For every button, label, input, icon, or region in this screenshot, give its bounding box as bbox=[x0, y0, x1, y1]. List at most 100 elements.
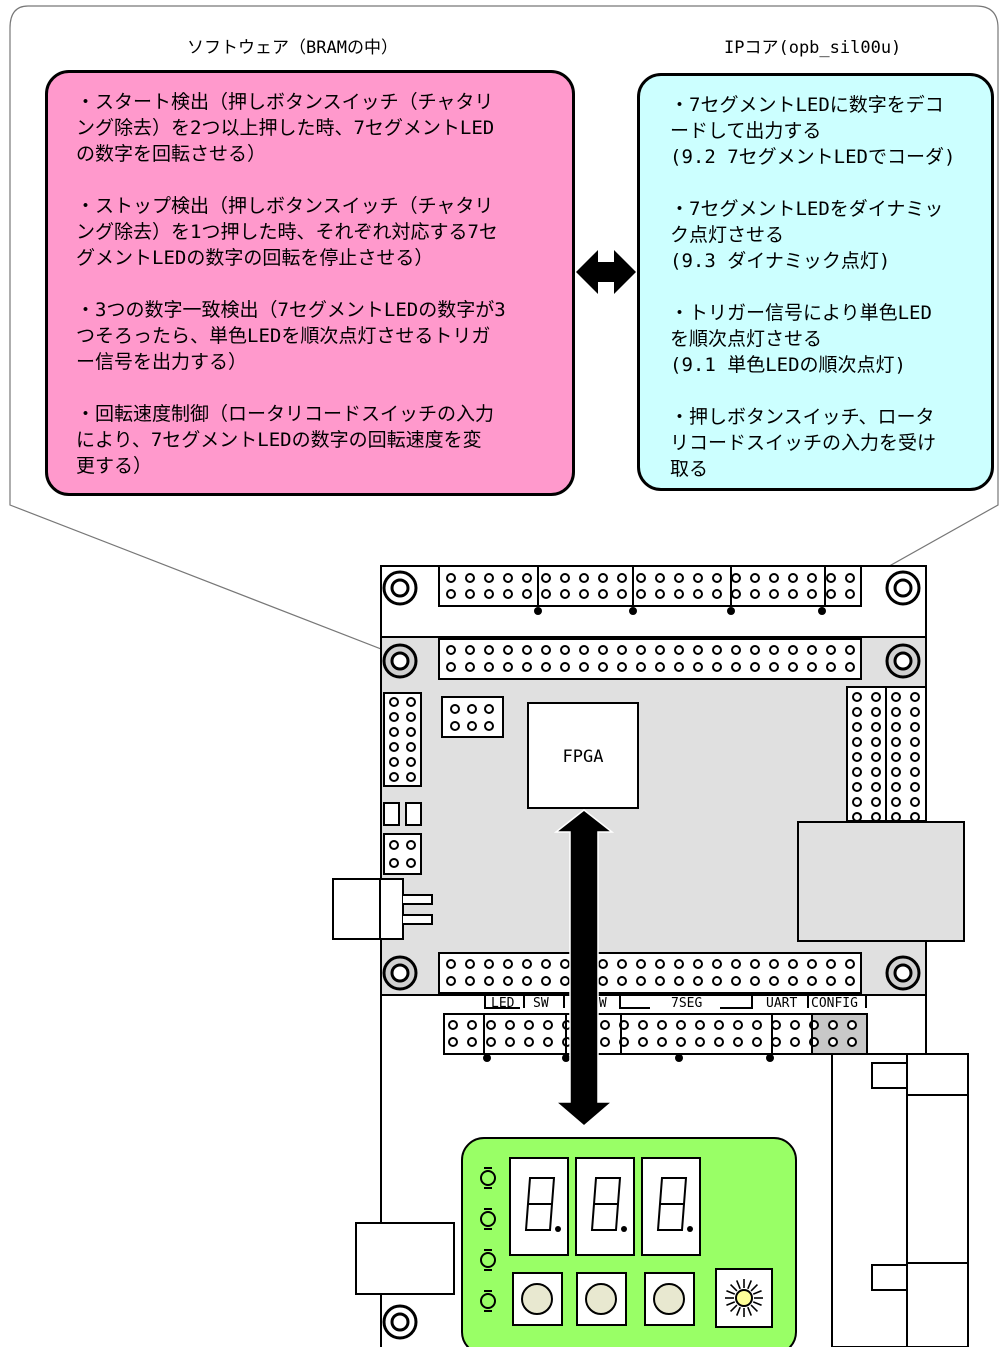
header-pin bbox=[484, 976, 494, 986]
header-pin bbox=[636, 662, 646, 672]
seven-seg-dot bbox=[687, 1226, 693, 1232]
header-pin bbox=[446, 662, 456, 672]
header-pin bbox=[871, 692, 881, 702]
rotary-tick bbox=[729, 1283, 738, 1292]
header-pin bbox=[674, 976, 684, 986]
header-top-fpga bbox=[438, 638, 862, 680]
header-pin bbox=[560, 959, 570, 969]
header-bottom-base bbox=[443, 1013, 868, 1055]
header-pin bbox=[852, 752, 862, 762]
header-pin bbox=[406, 727, 416, 737]
header-pin bbox=[389, 712, 399, 722]
header-pin bbox=[389, 757, 399, 767]
fpga-chip bbox=[527, 702, 639, 809]
header-pin bbox=[891, 797, 901, 807]
header-pin bbox=[503, 645, 513, 655]
header-pin bbox=[541, 959, 551, 969]
header-pin bbox=[389, 858, 399, 868]
seven-seg-digit bbox=[590, 1177, 622, 1231]
software-item-speed-control: ・回転速度制御（ロータリコードスイッチの入力 により、7セグメントLEDの数字の… bbox=[76, 403, 495, 477]
header-pin bbox=[871, 707, 881, 717]
header-pin bbox=[598, 645, 608, 655]
header-pin bbox=[579, 662, 589, 672]
header-pin bbox=[750, 645, 760, 655]
header-pin bbox=[543, 1020, 553, 1030]
header-pin bbox=[465, 573, 475, 583]
header-pin bbox=[446, 976, 456, 986]
solder-bump bbox=[562, 1054, 570, 1062]
header-pin bbox=[503, 976, 513, 986]
software-item-start-detect: ・スタート検出（押しボタンスイッチ（チャタリ ング除去）を2つ以上押した時、7セ… bbox=[76, 91, 495, 165]
header-pin bbox=[636, 589, 646, 599]
header-pin bbox=[845, 976, 855, 986]
header-pin bbox=[807, 645, 817, 655]
rotary-tick bbox=[752, 1289, 762, 1295]
header-pin bbox=[560, 589, 570, 599]
header-pin bbox=[674, 589, 684, 599]
header-pin bbox=[598, 976, 608, 986]
header-pin bbox=[406, 757, 416, 767]
header-pin bbox=[771, 1020, 781, 1030]
header-pin bbox=[750, 589, 760, 599]
config-pins bbox=[812, 1015, 866, 1053]
header-pin bbox=[617, 662, 627, 672]
header-pin bbox=[503, 662, 513, 672]
header-pin bbox=[910, 737, 920, 747]
header-pin bbox=[406, 712, 416, 722]
header-pin bbox=[910, 722, 920, 732]
callout-outline bbox=[9, 5, 999, 707]
header-pin bbox=[389, 742, 399, 752]
header-pin bbox=[910, 812, 920, 822]
header-pin bbox=[852, 812, 862, 822]
dsub-screw-bottom bbox=[871, 1264, 908, 1291]
header-pin bbox=[636, 959, 646, 969]
header-pin bbox=[750, 662, 760, 672]
header-pin bbox=[522, 589, 532, 599]
header-pin bbox=[448, 1020, 458, 1030]
seven-seg-display bbox=[641, 1157, 701, 1256]
header-pin bbox=[503, 959, 513, 969]
header-pin bbox=[522, 976, 532, 986]
header-pin bbox=[560, 573, 570, 583]
header-pin bbox=[674, 645, 684, 655]
header-pin bbox=[891, 692, 901, 702]
header-pin bbox=[891, 812, 901, 822]
header-pin bbox=[788, 645, 798, 655]
header-pin bbox=[826, 573, 836, 583]
header-pin bbox=[693, 573, 703, 583]
header-pin bbox=[467, 1020, 477, 1030]
header-pin bbox=[450, 704, 460, 714]
seven-seg-dot bbox=[621, 1226, 627, 1232]
header-pin bbox=[600, 1020, 610, 1030]
header-pin bbox=[693, 589, 703, 599]
header-pin bbox=[486, 1020, 496, 1030]
header-pin bbox=[769, 976, 779, 986]
header-pin bbox=[788, 662, 798, 672]
header-pin bbox=[579, 645, 589, 655]
dsub-shell bbox=[906, 1094, 969, 1264]
power-connector-pins bbox=[403, 894, 433, 925]
rotary-tick bbox=[726, 1289, 736, 1295]
ip-item-led-sequence: ・トリガー信号により単色LED を順次点灯させる (9.1 単色LEDの順次点灯… bbox=[670, 302, 932, 376]
header-pin bbox=[486, 1037, 496, 1047]
header-pin bbox=[852, 692, 862, 702]
header-pin bbox=[467, 704, 477, 714]
header-pin bbox=[446, 573, 456, 583]
header-pin bbox=[807, 976, 817, 986]
header-pin bbox=[484, 721, 494, 731]
header-pin bbox=[845, 573, 855, 583]
rotary-knob bbox=[735, 1289, 753, 1307]
header-pin bbox=[638, 1037, 648, 1047]
header-pin bbox=[450, 721, 460, 731]
header-pin bbox=[826, 662, 836, 672]
header-solder-bumps bbox=[483, 607, 826, 1062]
header-pin bbox=[826, 959, 836, 969]
header-pin bbox=[598, 662, 608, 672]
header-pin bbox=[541, 573, 551, 583]
header-pin bbox=[871, 737, 881, 747]
header-pin bbox=[788, 959, 798, 969]
header-pin bbox=[845, 959, 855, 969]
solder-bump bbox=[629, 607, 637, 615]
seven-seg-dot bbox=[555, 1226, 561, 1232]
